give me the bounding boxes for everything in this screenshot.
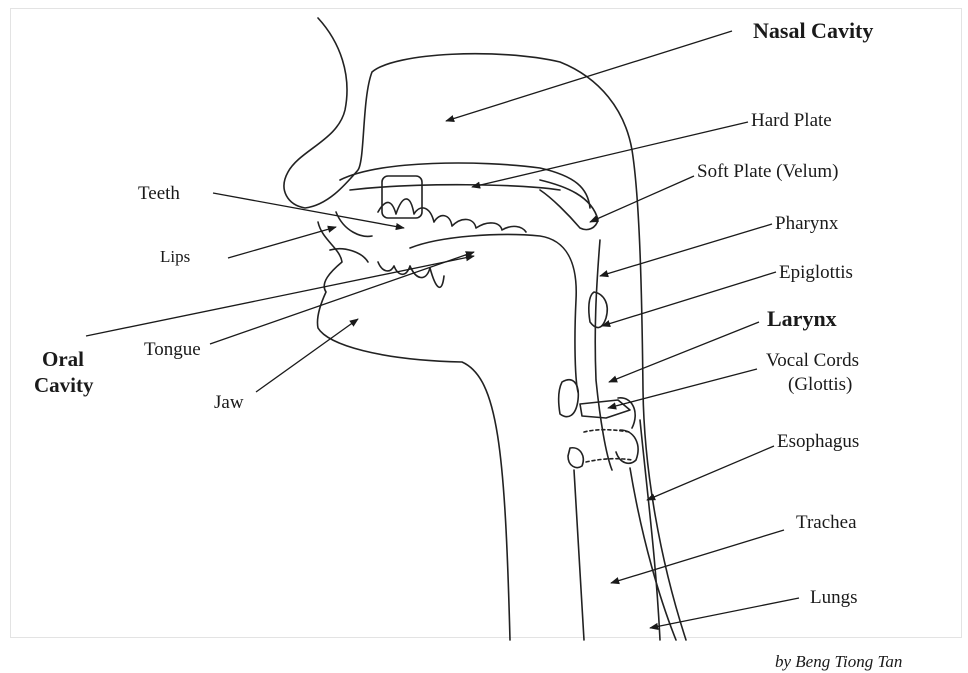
label-lips: Lips	[160, 248, 190, 265]
label-jaw: Jaw	[214, 393, 244, 412]
trachea-front	[574, 470, 584, 640]
arrow-lips	[228, 227, 336, 258]
label-epiglottis: Epiglottis	[779, 263, 853, 282]
arrow-jaw	[256, 319, 358, 392]
label-tongue: Tongue	[144, 340, 201, 359]
arrow-teeth	[213, 193, 404, 228]
arrow-epiglottis	[602, 272, 776, 326]
arrow-nasal-cavity	[446, 31, 732, 121]
label-nasal-cavity: Nasal Cavity	[753, 20, 873, 42]
arrow-pharynx	[600, 224, 772, 276]
arrow-lungs	[650, 598, 799, 628]
label-lungs: Lungs	[810, 588, 858, 607]
face-outline	[317, 222, 510, 640]
epiglottis-shape	[589, 292, 607, 328]
label-vocal-cords-group: Vocal Cords (Glottis)	[766, 349, 859, 397]
arrow-esophagus	[647, 446, 774, 500]
author-credit: by Beng Tiong Tan	[775, 653, 902, 670]
lip-upper	[336, 212, 372, 236]
arrow-oral-cavity	[86, 256, 474, 336]
label-oral-line2: Cavity	[34, 372, 94, 398]
velum	[540, 180, 598, 230]
label-glottis: (Glottis)	[766, 373, 859, 397]
arrow-larynx	[609, 322, 759, 382]
label-trachea: Trachea	[796, 513, 857, 532]
arrow-trachea	[611, 530, 784, 583]
thyroid-cartilage	[559, 380, 579, 417]
label-larynx: Larynx	[767, 308, 837, 330]
label-vocal-cords: Vocal Cords	[766, 349, 859, 373]
label-oral-cavity: Oral Cavity	[34, 346, 94, 399]
arrow-soft-plate	[590, 176, 694, 222]
label-esophagus: Esophagus	[777, 432, 859, 451]
label-soft-plate: Soft Plate (Velum)	[697, 162, 838, 181]
label-pharynx: Pharynx	[775, 214, 838, 233]
tongue-outline	[410, 235, 578, 393]
label-hard-plate: Hard Plate	[751, 111, 832, 130]
vocal-cords-shape	[580, 400, 630, 418]
label-oral-line1: Oral	[34, 346, 94, 372]
label-teeth: Teeth	[138, 184, 180, 203]
arrow-vocal-cords	[608, 369, 757, 408]
arytenoid	[568, 448, 583, 468]
